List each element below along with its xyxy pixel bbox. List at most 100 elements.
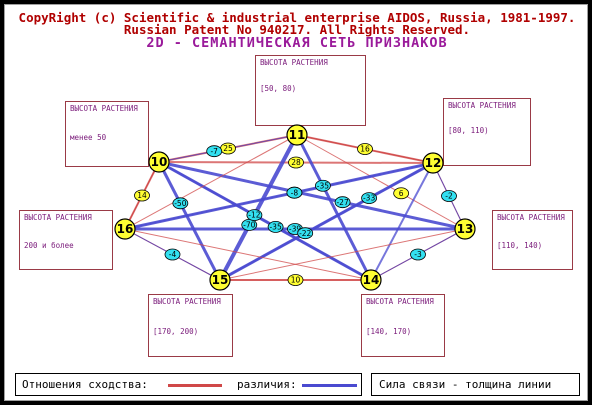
edge-12-14: [370, 162, 434, 281]
legend-similarity-line: [168, 384, 222, 387]
weight-text: -27: [336, 198, 348, 207]
weight-text: -35: [317, 181, 329, 190]
legend-similarity-label: Отношения сходства:: [22, 378, 148, 391]
edge-12-16: [124, 162, 434, 230]
weight-oval: [357, 143, 373, 155]
edge-11-15: [218, 134, 299, 281]
weight-oval: [288, 156, 304, 169]
node-label: 12: [425, 156, 442, 170]
weight-oval: [297, 227, 314, 240]
edge-weight-badge: -8: [286, 186, 303, 199]
weight-text: -39: [289, 225, 301, 234]
edge-weight-badge: -22: [297, 227, 314, 240]
edge-weight-badge: 16: [357, 143, 373, 155]
weight-oval: [172, 197, 189, 210]
legend-difference-label: различия:: [237, 378, 297, 391]
node-circle[interactable]: [360, 269, 382, 291]
edge-weight-badge: -2: [441, 190, 457, 202]
edge-weight-badge: -3: [410, 248, 426, 261]
weight-text: -12: [248, 211, 260, 220]
feature-box-16: ВЫСОТА РАСТЕНИЯ 200 и более: [19, 210, 113, 270]
node-11[interactable]: 11: [286, 124, 308, 146]
edge-weight-badge: -35: [267, 220, 284, 233]
edge-11-13: [296, 134, 466, 230]
feature-box-10: ВЫСОТА РАСТЕНИЯ менее 50: [65, 101, 149, 167]
edge-14-10: [158, 161, 372, 281]
legend-thickness: Сила связи - толщина линии: [371, 373, 580, 396]
weight-oval: [267, 220, 284, 233]
feature-name: ВЫСОТА РАСТЕНИЯ: [366, 297, 434, 306]
legend-difference-line: [302, 384, 357, 387]
weight-oval: [393, 187, 410, 200]
node-label: 14: [363, 273, 380, 287]
edge-weight-badge: -35: [314, 179, 331, 192]
feature-value: 200 и более: [24, 241, 74, 250]
node-circle[interactable]: [148, 151, 170, 173]
weight-text: 14: [137, 191, 147, 200]
node-label: 10: [151, 155, 168, 169]
edge-weight-badge: 14: [134, 189, 150, 202]
edge-15-12: [219, 162, 434, 281]
feature-value: [50, 80): [260, 84, 297, 93]
edge-weight-badge: 10: [287, 274, 304, 286]
node-12[interactable]: 12: [422, 152, 444, 174]
node-circle[interactable]: [286, 124, 308, 146]
feature-name: ВЫСОТА РАСТЕНИЯ: [24, 213, 92, 222]
weight-text: -33: [363, 194, 375, 203]
edge-11-16: [124, 134, 298, 230]
weight-oval: [287, 274, 304, 286]
node-14[interactable]: 14: [360, 269, 382, 291]
weight-text: 16: [360, 145, 370, 154]
node-label: 16: [117, 222, 134, 236]
edge-weight-badge: -50: [172, 197, 189, 210]
feature-name: ВЫСОТА РАСТЕНИЯ: [448, 101, 516, 110]
node-15[interactable]: 15: [209, 269, 231, 291]
weight-oval: [206, 145, 223, 158]
weight-text: -8: [291, 188, 299, 197]
weight-text: -50: [174, 199, 186, 208]
weight-text: -70: [243, 221, 255, 230]
weight-oval: [441, 190, 457, 202]
feature-box-15: ВЫСОТА РАСТЕНИЯ [170, 200): [148, 294, 233, 357]
node-circle[interactable]: [454, 218, 476, 240]
weight-text: -2: [445, 192, 453, 201]
weight-text: 10: [291, 276, 301, 285]
copyright-line-2: Russian Patent No 940217. All Rights Res…: [123, 22, 471, 37]
weight-text: 25: [223, 144, 233, 153]
node-label: 13: [457, 222, 474, 236]
feature-box-14: ВЫСОТА РАСТЕНИЯ [140, 170): [361, 294, 445, 357]
feature-value: [140, 170): [366, 327, 412, 336]
weight-oval: [286, 186, 303, 199]
node-label: 15: [212, 273, 229, 287]
feature-box-12: ВЫСОТА РАСТЕНИЯ [80, 110): [443, 98, 531, 166]
feature-name: ВЫСОТА РАСТЕНИЯ: [70, 104, 138, 113]
edge-weight-badge: -27: [334, 196, 351, 209]
node-16[interactable]: 16: [114, 218, 136, 240]
feature-box-11: ВЫСОТА РАСТЕНИЯ [50, 80): [255, 55, 366, 126]
edge-weight-badge: 6: [393, 187, 410, 200]
semantic-network: 25162814106-27-33-70-35-35-50-40-39-8-7-…: [114, 124, 476, 291]
node-10[interactable]: 10: [148, 151, 170, 173]
weight-oval: [134, 189, 150, 202]
node-13[interactable]: 13: [454, 218, 476, 240]
weight-oval: [334, 196, 351, 209]
feature-name: ВЫСОТА РАСТЕНИЯ: [153, 297, 221, 306]
node-circle[interactable]: [209, 269, 231, 291]
page-title: 2D - СЕМАНТИЧЕСКАЯ СЕТЬ ПРИЗНАКОВ: [146, 35, 448, 51]
edge-weight-badge: -33: [361, 192, 378, 205]
weight-text: -35: [269, 223, 281, 232]
weight-text: -4: [169, 250, 177, 259]
feature-box-13: ВЫСОТА РАСТЕНИЯ [110, 140): [492, 210, 573, 270]
weight-oval: [410, 248, 426, 261]
feature-value: [110, 140): [497, 241, 543, 250]
node-circle[interactable]: [114, 218, 136, 240]
weight-oval: [246, 209, 263, 222]
feature-value: [170, 200): [153, 327, 199, 336]
weight-text: -22: [299, 229, 311, 238]
node-circle[interactable]: [422, 152, 444, 174]
app-window: CopyRight (c) Scientific & industrial en…: [4, 4, 588, 401]
legend-thickness-note: Сила связи - толщина линии: [379, 378, 552, 391]
weight-oval: [314, 179, 331, 192]
feature-value: менее 50: [70, 133, 107, 142]
feature-name: ВЫСОТА РАСТЕНИЯ: [260, 58, 328, 67]
